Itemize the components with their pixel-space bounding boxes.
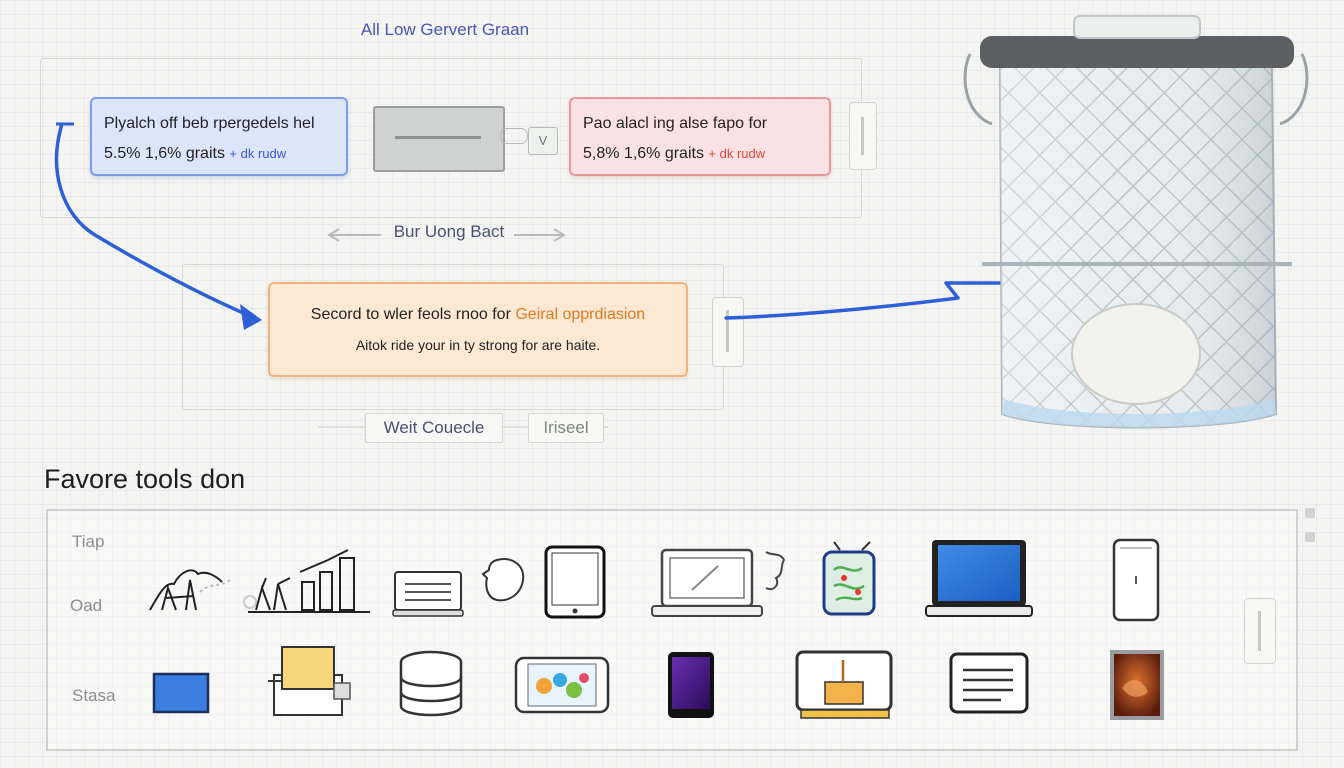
orange-card[interactable]: Secord to wler feols rnoo for Geiral opp…	[268, 282, 688, 377]
left-arrow-icon	[327, 228, 381, 242]
row-label-1: Tiap	[72, 532, 105, 551]
bottom-button-1[interactable]: Weit Couecle	[365, 413, 503, 443]
row-label-3: Stasa	[72, 686, 116, 705]
blue-card-line1: Plyalch off beb rpergedels hel	[104, 115, 315, 132]
laptop-icon[interactable]	[651, 548, 763, 620]
purple-tablet-icon[interactable]	[666, 650, 718, 720]
photo-gallery-icon[interactable]	[514, 656, 610, 714]
flow-arrow-left	[54, 122, 252, 318]
blue-card-note: + dk rudw	[229, 146, 287, 161]
sticky-note-icon[interactable]	[268, 645, 354, 719]
diagram-title: All Low Gervert Graan	[360, 20, 530, 39]
row-label-2: Oad	[70, 596, 103, 615]
blue-card[interactable]: Plyalch off beb rpergedels hel 5.5% 1,6%…	[90, 97, 348, 176]
tablet-icon[interactable]	[544, 545, 606, 619]
photo-tile-icon[interactable]	[1108, 648, 1166, 722]
red-card-note: + dk rudw	[708, 146, 766, 161]
top-side-handle[interactable]	[849, 102, 877, 170]
blue-laptop-icon[interactable]	[925, 538, 1034, 620]
database-icon[interactable]	[398, 650, 464, 720]
sketch-chart-icon[interactable]	[243, 548, 374, 616]
connector-link	[500, 128, 528, 144]
bottom-button-2[interactable]: Iriseel	[528, 413, 604, 443]
phone-icon[interactable]	[1112, 538, 1160, 622]
middle-side-handle[interactable]	[712, 297, 744, 367]
monitor-icon[interactable]	[795, 650, 895, 722]
mid-label: Bur Uong Bact	[393, 222, 505, 241]
orange-card-line1b: Geiral opprdiasion	[515, 306, 646, 323]
tools-scroll-handle[interactable]	[1244, 598, 1276, 664]
orange-card-line1a: Secord to wler feols rnoo for	[310, 306, 516, 323]
keyboard-tray-icon[interactable]	[392, 570, 465, 618]
orange-card-line2: Aitok ride your in ty strong for are hai…	[355, 337, 601, 353]
puzzle-icon[interactable]	[762, 548, 788, 594]
trash-bin-icon[interactable]	[962, 14, 1312, 434]
blue-card-line2: 5.5% 1,6% graits	[104, 145, 225, 162]
connector-toggle-button[interactable]: V	[528, 127, 558, 155]
flow-arrow-right	[724, 281, 1006, 320]
connector-bar	[395, 136, 481, 139]
right-arrow-icon	[514, 228, 566, 242]
document-icon[interactable]	[949, 652, 1029, 714]
flow-arrow-left-head	[240, 304, 262, 330]
tools-section-title: Favore tools don	[44, 464, 246, 494]
blue-rectangle-icon[interactable]	[152, 672, 210, 716]
red-card-line1: Pao alacl ing alse fapo for	[583, 115, 768, 132]
red-card-line2: 5,8% 1,6% graits	[583, 145, 704, 162]
red-card[interactable]: Pao alacl ing alse fapo for 5,8% 1,6% gr…	[569, 97, 831, 176]
map-tablet-icon[interactable]	[822, 540, 878, 618]
sketch-figures-icon[interactable]	[146, 552, 232, 616]
speech-bubble-icon[interactable]	[481, 556, 527, 606]
connector-block[interactable]	[373, 106, 505, 172]
